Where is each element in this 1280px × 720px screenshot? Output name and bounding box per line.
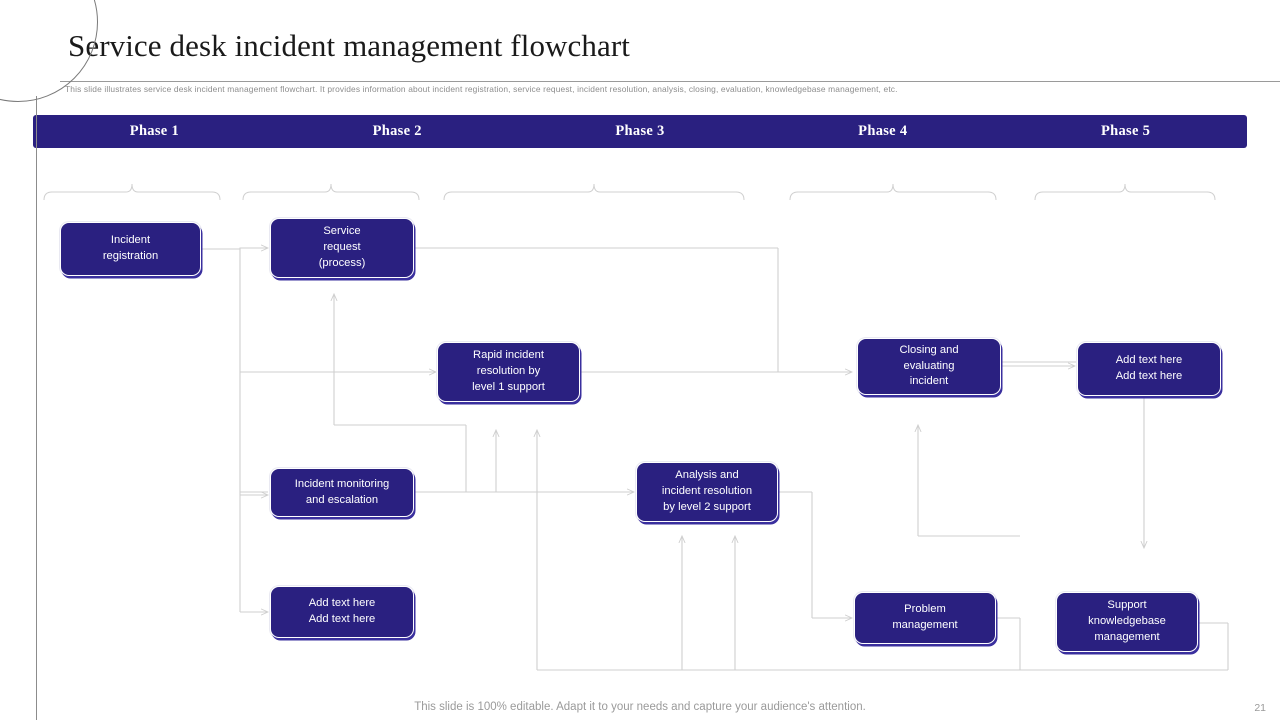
decorative-vertical-rule (36, 96, 37, 720)
phase-header-3: Phase 3 (519, 115, 762, 148)
node-rapid-incident-resolution[interactable]: Rapid incident resolution by level 1 sup… (437, 342, 580, 402)
node-incident-monitoring[interactable]: Incident monitoring and escalation (270, 468, 414, 517)
node-add-text-here-right[interactable]: Add text here Add text here (1077, 342, 1221, 396)
page-subtitle: This slide illustrates service desk inci… (65, 84, 898, 94)
phase-label: Phase 4 (858, 123, 908, 139)
phase-header-bar: Phase 1 Phase 2 Phase 3 Phase 4 Phase 5 (33, 115, 1247, 148)
phase-header-2: Phase 2 (276, 115, 519, 148)
title-divider (60, 81, 1280, 82)
phase-label: Phase 5 (1100, 123, 1151, 139)
phase-header-1: Phase 1 (33, 115, 276, 148)
phase-label: Phase 1 (129, 123, 180, 139)
phase-label: Phase 2 (372, 123, 422, 139)
node-analysis-incident-resolution[interactable]: Analysis and incident resolution by leve… (636, 462, 778, 522)
node-closing-evaluating-incident[interactable]: Closing and evaluating incident (857, 338, 1001, 395)
footer-note: This slide is 100% editable. Adapt it to… (414, 701, 866, 713)
node-add-text-here-left[interactable]: Add text here Add text here (270, 586, 414, 638)
phase-brackets (43, 183, 1216, 201)
phase-header-4: Phase 4 (761, 115, 1004, 148)
phase-header-5: Phase 5 (1004, 115, 1247, 148)
node-problem-management[interactable]: Problem management (854, 592, 996, 644)
node-incident-registration[interactable]: Incident registration (60, 222, 201, 276)
node-support-knowledgebase[interactable]: Support knowledgebase management (1056, 592, 1198, 652)
node-service-request[interactable]: Service request (process) (270, 218, 414, 278)
phase-label: Phase 3 (615, 123, 665, 139)
page-title: Service desk incident management flowcha… (68, 28, 630, 63)
page-number: 21 (1254, 702, 1266, 714)
